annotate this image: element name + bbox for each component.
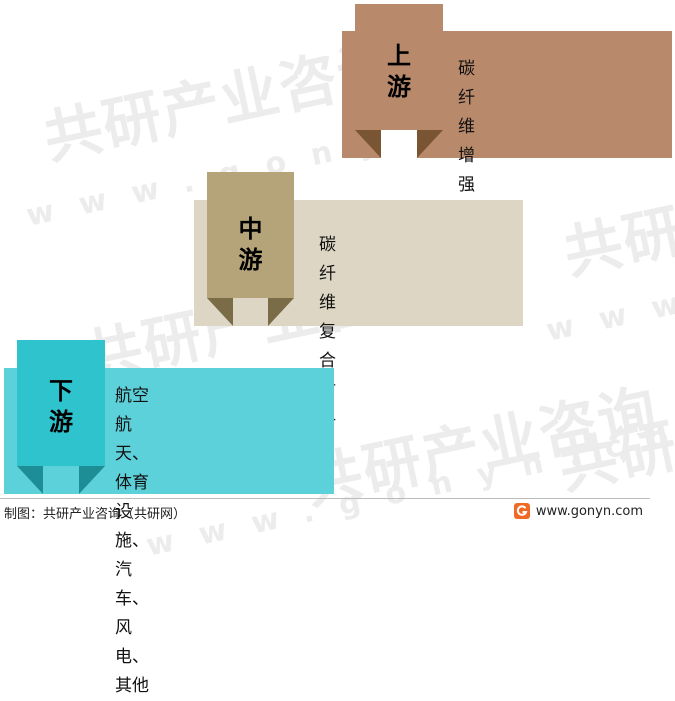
downstream-stage-label: 下游	[49, 377, 73, 436]
upstream-tab: 上游	[355, 4, 443, 158]
watermark-brand: 共研产业咨询	[297, 376, 665, 518]
watermark-brand: 共研产业咨询	[552, 361, 675, 503]
downstream-notch	[17, 466, 105, 494]
midstream-stage-label: 中游	[238, 215, 263, 274]
midstream-tab: 中游	[207, 172, 294, 326]
midstream-notch	[207, 298, 294, 326]
gonyn-logo-icon	[513, 503, 530, 519]
footer-site-url[interactable]: www.gonyn.com	[535, 503, 643, 519]
footer-source: 制图：共研产业咨询（共研网）	[4, 507, 187, 522]
upstream-stage-label: 上游	[387, 42, 411, 101]
downstream-description-line: 航空航天、体育设施、	[115, 386, 149, 551]
footer-divider	[0, 498, 650, 499]
downstream-tab: 下游	[17, 340, 105, 494]
downstream-description: 航空航天、体育设施、 汽车、风电、其他	[115, 382, 149, 701]
upstream-notch	[355, 130, 443, 158]
downstream-description-line: 汽车、风电、其他	[115, 560, 149, 696]
watermark-site: www.gonyn.com	[543, 186, 675, 349]
footer-site: www.gonyn.com	[513, 503, 643, 519]
